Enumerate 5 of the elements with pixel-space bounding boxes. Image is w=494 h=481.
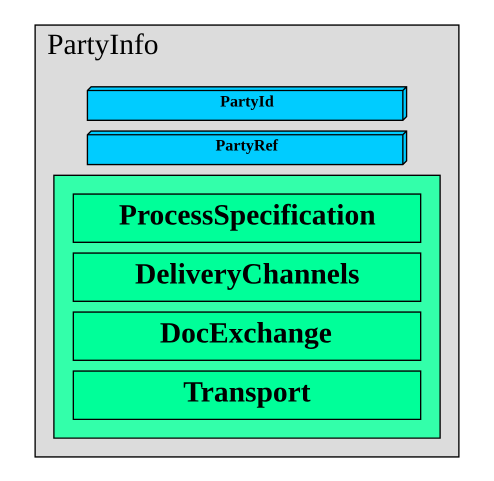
cluster: [53, 174, 441, 438]
node-box: DocExchange: [72, 310, 422, 361]
node-box: Transport: [72, 370, 422, 420]
node-box: DeliveryChannels: [72, 252, 422, 302]
node-box: ProcessSpecification: [72, 192, 422, 242]
